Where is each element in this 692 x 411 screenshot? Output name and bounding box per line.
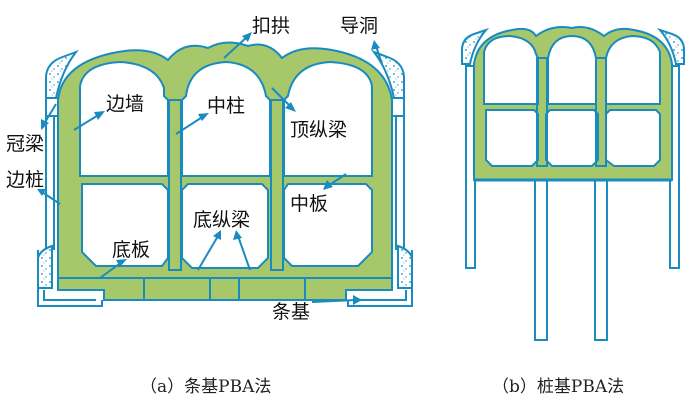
strip-foundation-right-fill (397, 244, 413, 289)
guide-tunnel-left (461, 27, 490, 65)
label-kougong: 扣拱 (252, 15, 290, 37)
figure-a-strip-foundation: 扣拱 导洞 边墙 中柱 顶纵梁 冠梁 边桩 中板 底纵梁 底板 条基 （a）条基… (6, 15, 413, 397)
bottom-plate-joints (58, 277, 392, 300)
label-diban: 底板 (112, 239, 150, 261)
label-tiaoji: 条基 (272, 301, 310, 323)
lower-bay-middle (545, 109, 599, 167)
upper-bay-left (79, 60, 169, 177)
caption-b: （b）桩基PBA法 (492, 377, 624, 397)
upper-bay-middle (547, 34, 597, 105)
label-zhongzhu: 中柱 (207, 95, 245, 117)
upper-bay-right (605, 34, 661, 105)
guide-tunnel-left (45, 49, 79, 99)
lower-bay-right (605, 109, 661, 167)
upper-bay-left (483, 34, 539, 105)
lower-bay-left (485, 109, 539, 167)
label-daodong: 导洞 (340, 15, 378, 37)
label-guanliang: 冠梁 (6, 133, 44, 155)
annotation-arrows (37, 32, 383, 305)
caption-a: （a）条基PBA法 (140, 377, 271, 397)
lower-bay-left (81, 183, 169, 267)
label-zhongban: 中板 (290, 193, 328, 215)
upper-bay-right (283, 60, 373, 177)
label-dizongliang: 底纵梁 (193, 209, 250, 231)
upper-bay-middle (181, 60, 271, 177)
strip-foundation-left-fill (37, 244, 53, 289)
label-dingzongliang: 顶纵梁 (290, 119, 347, 141)
middle-column-right (595, 57, 607, 167)
middle-column-right (270, 99, 284, 271)
label-bianqiang: 边墙 (106, 93, 144, 115)
label-bianzhuang: 边桩 (6, 169, 44, 191)
guide-tunnel-right (656, 27, 685, 65)
middle-pile-right (594, 179, 608, 341)
guide-tunnel-right (371, 49, 405, 99)
middle-column-left (168, 99, 182, 271)
middle-pile-left (534, 179, 548, 341)
figure-b-pile-foundation: （b）桩基PBA法 (461, 26, 685, 397)
middle-column-left (536, 57, 548, 167)
